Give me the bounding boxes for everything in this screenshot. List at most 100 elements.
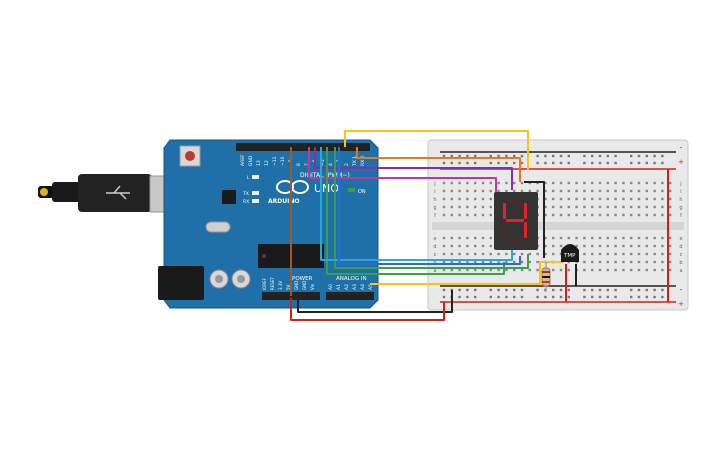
rail-hole[interactable] bbox=[591, 154, 594, 158]
breadboard-hole[interactable] bbox=[559, 236, 563, 240]
breadboard-hole[interactable] bbox=[637, 197, 641, 201]
wire-red-board[interactable] bbox=[290, 298, 445, 321]
breadboard-hole[interactable] bbox=[591, 268, 594, 272]
breadboard-hole[interactable] bbox=[536, 260, 539, 264]
breadboard-hole[interactable] bbox=[489, 189, 492, 193]
rail-hole[interactable] bbox=[645, 161, 648, 165]
breadboard-hole[interactable] bbox=[669, 252, 672, 256]
breadboard-hole[interactable] bbox=[474, 181, 477, 185]
wire-green-2[interactable] bbox=[326, 147, 505, 275]
breadboard-hole[interactable] bbox=[552, 197, 555, 201]
rail-hole[interactable] bbox=[645, 295, 648, 299]
breadboard-hole[interactable] bbox=[614, 197, 617, 201]
breadboard-hole[interactable] bbox=[505, 268, 508, 272]
breadboard-hole[interactable] bbox=[474, 260, 477, 264]
rail-hole[interactable] bbox=[450, 154, 453, 158]
breadboard-hole[interactable] bbox=[489, 181, 492, 185]
breadboard-hole[interactable] bbox=[661, 244, 664, 248]
rail-hole[interactable] bbox=[489, 161, 492, 165]
breadboard-hole[interactable] bbox=[575, 213, 578, 217]
rail-hole[interactable] bbox=[536, 295, 539, 299]
breadboard-hole[interactable] bbox=[552, 252, 555, 256]
rail-hole[interactable] bbox=[466, 288, 469, 292]
breadboard-hole[interactable] bbox=[583, 236, 586, 240]
breadboard-hole[interactable] bbox=[591, 189, 594, 193]
breadboard-hole[interactable] bbox=[544, 236, 547, 240]
breadboard-hole[interactable] bbox=[583, 189, 586, 193]
breadboard-hole[interactable] bbox=[450, 197, 453, 201]
breadboard-hole[interactable] bbox=[513, 189, 516, 193]
breadboard-hole[interactable] bbox=[505, 260, 508, 264]
breadboard-hole[interactable] bbox=[614, 205, 617, 209]
rail-hole[interactable] bbox=[544, 161, 547, 165]
breadboard-hole[interactable] bbox=[442, 205, 446, 209]
rail-hole[interactable] bbox=[630, 154, 633, 158]
breadboard-hole[interactable] bbox=[528, 189, 531, 193]
breadboard-hole[interactable] bbox=[645, 252, 648, 256]
rail-hole[interactable] bbox=[474, 295, 477, 299]
rail-hole[interactable] bbox=[552, 295, 555, 299]
breadboard-hole[interactable] bbox=[552, 205, 555, 209]
breadboard-hole[interactable] bbox=[591, 213, 594, 217]
breadboard-hole[interactable] bbox=[669, 189, 672, 193]
breadboard-hole[interactable] bbox=[614, 252, 617, 256]
breadboard-hole[interactable] bbox=[458, 244, 461, 248]
breadboard-hole[interactable] bbox=[442, 252, 446, 256]
rail-hole[interactable] bbox=[606, 288, 609, 292]
tmp-temperature-sensor[interactable]: TMP bbox=[561, 244, 579, 262]
breadboard-hole[interactable] bbox=[614, 189, 617, 193]
breadboard-hole[interactable] bbox=[661, 189, 664, 193]
breadboard-hole[interactable] bbox=[513, 181, 516, 185]
breadboard-hole[interactable] bbox=[442, 244, 446, 248]
breadboard-hole[interactable] bbox=[606, 205, 609, 209]
breadboard-hole[interactable] bbox=[583, 260, 586, 264]
breadboard-hole[interactable] bbox=[598, 205, 602, 209]
rail-hole[interactable] bbox=[583, 288, 586, 292]
rail-hole[interactable] bbox=[474, 154, 477, 158]
rail-hole[interactable] bbox=[567, 161, 570, 165]
breadboard-hole[interactable] bbox=[622, 189, 625, 193]
breadboard-hole[interactable] bbox=[661, 181, 664, 185]
breadboard-hole[interactable] bbox=[567, 189, 570, 193]
breadboard-hole[interactable] bbox=[442, 236, 446, 240]
breadboard-hole[interactable] bbox=[645, 244, 648, 248]
rail-hole[interactable] bbox=[552, 288, 555, 292]
wire-yellow-analog[interactable] bbox=[370, 261, 564, 285]
rail-hole[interactable] bbox=[637, 295, 641, 299]
breadboard-hole[interactable] bbox=[544, 244, 547, 248]
breadboard-hole[interactable] bbox=[474, 268, 477, 272]
digital-header[interactable] bbox=[236, 143, 370, 151]
breadboard-hole[interactable] bbox=[630, 260, 633, 264]
breadboard-hole[interactable] bbox=[458, 205, 461, 209]
breadboard-hole[interactable] bbox=[552, 213, 555, 217]
breadboard-hole[interactable] bbox=[598, 197, 602, 201]
breadboard-hole[interactable] bbox=[661, 260, 664, 264]
breadboard-hole[interactable] bbox=[552, 244, 555, 248]
rail-hole[interactable] bbox=[653, 295, 656, 299]
breadboard-hole[interactable] bbox=[669, 205, 672, 209]
breadboard-hole[interactable] bbox=[630, 244, 633, 248]
seven-segment-display[interactable] bbox=[494, 192, 538, 250]
breadboard-hole[interactable] bbox=[669, 197, 672, 201]
breadboard-hole[interactable] bbox=[653, 213, 656, 217]
dc-power-jack[interactable] bbox=[158, 266, 204, 300]
breadboard-hole[interactable] bbox=[536, 268, 539, 272]
breadboard-hole[interactable] bbox=[481, 260, 485, 264]
breadboard-hole[interactable] bbox=[583, 268, 586, 272]
breadboard-hole[interactable] bbox=[606, 244, 609, 248]
rail-hole[interactable] bbox=[536, 154, 539, 158]
breadboard-hole[interactable] bbox=[567, 197, 570, 201]
breadboard-hole[interactable] bbox=[575, 244, 578, 248]
breadboard-hole[interactable] bbox=[637, 252, 641, 256]
breadboard-hole[interactable] bbox=[489, 197, 492, 201]
breadboard-hole[interactable] bbox=[614, 260, 617, 264]
breadboard-hole[interactable] bbox=[653, 205, 656, 209]
rail-hole[interactable] bbox=[466, 154, 469, 158]
breadboard-hole[interactable] bbox=[622, 181, 625, 185]
breadboard-hole[interactable] bbox=[606, 197, 609, 201]
breadboard-hole[interactable] bbox=[653, 268, 656, 272]
rail-hole[interactable] bbox=[653, 161, 656, 165]
breadboard-hole[interactable] bbox=[466, 260, 469, 264]
breadboard-hole[interactable] bbox=[591, 260, 594, 264]
